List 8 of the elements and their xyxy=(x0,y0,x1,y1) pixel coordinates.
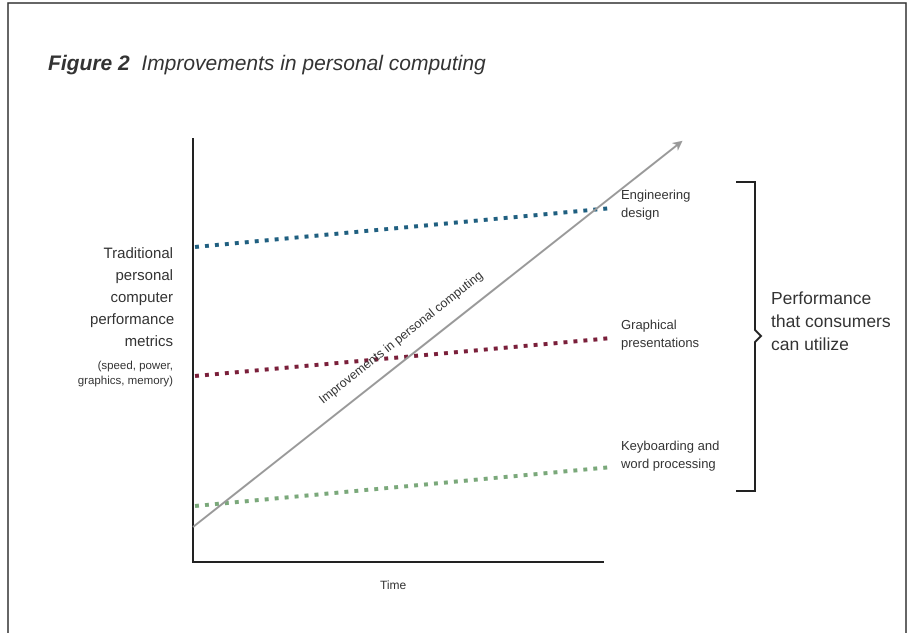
line-label: Graphical presentations xyxy=(621,316,700,352)
axis-sublabel: (speed, power, graphics, memory) xyxy=(76,359,173,389)
line-label: Engineering design xyxy=(621,186,692,222)
figure-title: Figure 2 Improvements in personal computing xyxy=(48,52,486,76)
bracket-label: Performance that consumers can utilize xyxy=(771,287,891,356)
axis-label: Traditional personal computer performance metrics xyxy=(90,244,173,352)
line-label: Keyboarding and word processing xyxy=(621,437,720,473)
axis-label: Time xyxy=(380,578,406,592)
